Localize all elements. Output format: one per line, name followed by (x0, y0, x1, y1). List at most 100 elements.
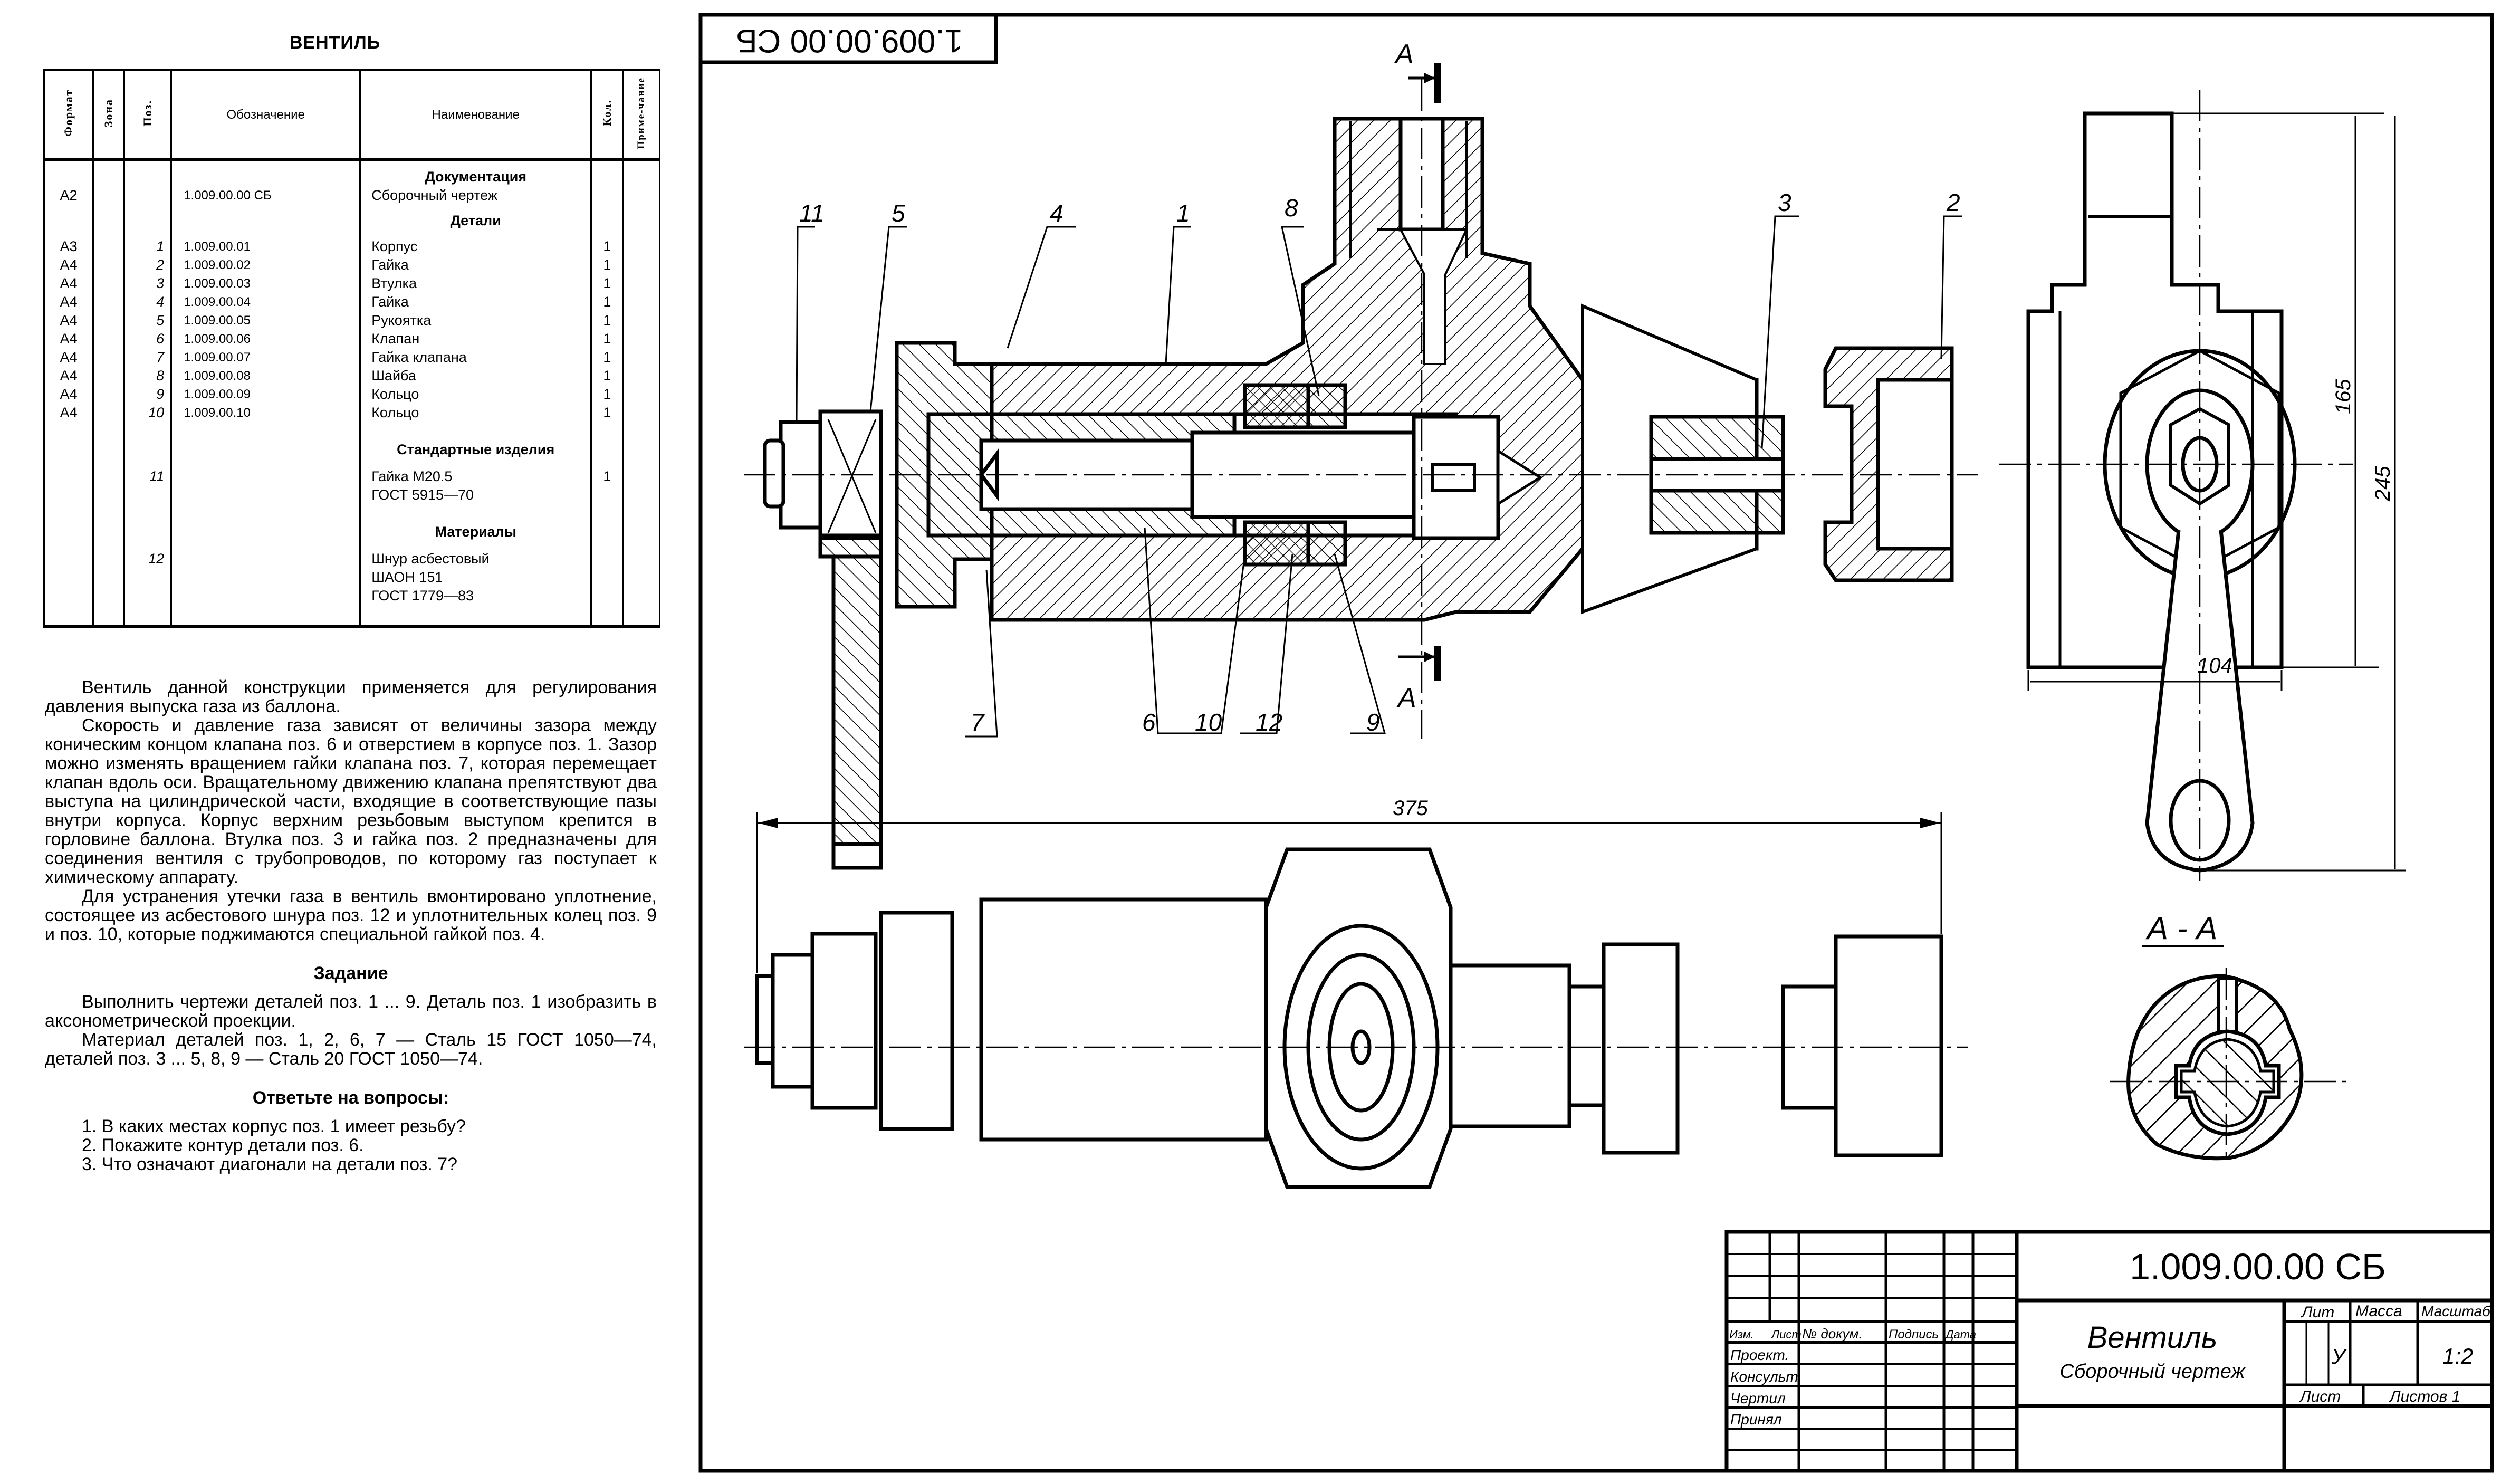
role-accepted: Принял (1730, 1411, 1782, 1428)
cell-qty: 1 (590, 311, 624, 330)
cell-pos: 10 (123, 404, 173, 422)
section-marker-top: А (1394, 39, 1441, 103)
cell-format: А4 (43, 330, 94, 348)
description-paragraph: Вентиль данной конструкции применяется д… (45, 677, 657, 716)
col-header-doc: № докум. (1802, 1326, 1863, 1342)
cell-name: Шнур асбестовый (359, 550, 592, 568)
title-block-labels: 1.009.00.00 СБ Вентиль Сборочный чертеж … (1729, 1246, 2491, 1428)
cell-name: Рукоятка (359, 311, 592, 330)
packing-part-12 (1243, 383, 1310, 429)
section-materials: Материалы (359, 504, 592, 541)
description-text: Вентиль данной конструкции применяется д… (45, 678, 657, 1174)
questions-heading: Ответьте на вопросы: (252, 1088, 449, 1108)
cell-designation: 1.009.00.04 (170, 293, 361, 311)
section-marker-bottom: А (1396, 646, 1441, 713)
cell-name: Кольцо (359, 404, 592, 422)
dimension-165: 165 (2332, 379, 2355, 414)
description-paragraph: Скорость и давление газа зависят от вели… (45, 715, 657, 887)
callout-1: 1 (1176, 199, 1190, 227)
cell-designation: 1.009.00.10 (170, 404, 361, 422)
cell-pos: 7 (123, 348, 173, 367)
col-name: Наименование (359, 69, 592, 161)
dimension-375: 375 (1393, 797, 1428, 820)
spec-header-row: Формат Зона Поз. Обозначение Наименовани… (43, 69, 661, 161)
cell-name: Кольцо (359, 385, 592, 404)
cell-designation: 1.009.00.02 (170, 256, 361, 274)
callout-5: 5 (892, 199, 905, 227)
table-row-cont: ШАОН 151 (43, 568, 661, 587)
callout-labels: 11 5 4 1 8 3 2 7 6 10 12 9 (799, 189, 1960, 736)
cell-name: Сборочный чертеж (359, 186, 592, 205)
cell-format: А4 (43, 274, 94, 293)
question-item: 3. Что означают диагонали на детали поз.… (82, 1154, 458, 1174)
cell-format: А4 (43, 367, 94, 385)
section-row: Детали (43, 205, 661, 230)
callout-3: 3 (1778, 189, 1791, 216)
dimension-245: 245 (2371, 466, 2394, 502)
cell-designation: 1.009.00.07 (170, 348, 361, 367)
section-marker-bottom-label: А (1396, 683, 1416, 713)
callout-8: 8 (1285, 194, 1298, 222)
cell-name: Гайка (359, 256, 592, 274)
title-block-name: Вентиль (2087, 1320, 2218, 1355)
cell-name: Гайка клапана (359, 348, 592, 367)
dimensions-side (2027, 112, 2406, 872)
cell-format: А4 (43, 348, 94, 367)
cell-designation: 1.009.00.00 СБ (170, 186, 361, 205)
title-block-code: 1.009.00.00 СБ (2130, 1246, 2386, 1287)
cell-name: Клапан (359, 330, 592, 348)
cell-pos: 3 (123, 274, 173, 293)
task-paragraph: Материал деталей поз. 1, 2, 6, 7 — Сталь… (45, 1030, 657, 1069)
col-zone: Зона (92, 69, 125, 161)
dimension-labels-side: 165 245 104 (2197, 379, 2394, 677)
sheet-frame (698, 13, 2494, 1473)
task-heading: Задание (313, 963, 388, 983)
cell-name: Корпус (359, 237, 592, 256)
cell-qty: 1 (590, 256, 624, 274)
section-documentation: Документация (359, 159, 592, 186)
callout-2: 2 (1946, 189, 1960, 216)
specification-panel: ВЕНТИЛЬ Формат Зона Поз. Обозначение Наи… (0, 0, 670, 1484)
spec-title: ВЕНТИЛЬ (289, 33, 381, 53)
table-row-cont: ГОСТ 5915—70 (43, 486, 661, 504)
section-parts: Детали (359, 205, 592, 230)
cell-qty: 1 (590, 274, 624, 293)
cell-designation: 1.009.00.03 (170, 274, 361, 293)
cell-designation: 1.009.00.09 (170, 385, 361, 404)
section-row: Документация (43, 159, 661, 186)
cell-designation: 1.009.00.05 (170, 311, 361, 330)
main-section-view (744, 79, 1978, 870)
cell-format: А4 (43, 311, 94, 330)
callout-12: 12 (1256, 709, 1282, 736)
task-paragraph: Выполнить чертежи деталей поз. 1 ... 9. … (45, 992, 657, 1031)
callout-9: 9 (1366, 709, 1380, 736)
cell-pos: 4 (123, 293, 173, 311)
plan-view-detail (744, 847, 1968, 1189)
scale-value: 1:2 (2442, 1344, 2473, 1368)
corner-code: 1.009.00.00 СБ (736, 23, 963, 59)
section-title: А - А (2145, 911, 2217, 946)
cell-format: А4 (43, 385, 94, 404)
col-qty: Кол. (590, 69, 624, 161)
section-marker-top-label: А (1394, 39, 1414, 70)
cell-name: Шайба (359, 367, 592, 385)
side-view (1999, 90, 2353, 881)
cell-format: А4 (43, 404, 94, 422)
cell-designation: 1.009.00.06 (170, 330, 361, 348)
cell-pos: 8 (123, 367, 173, 385)
section-standard: Стандартные изделия (359, 422, 592, 459)
col-pos: Поз. (123, 69, 173, 161)
cell-name: ШАОН 151 (359, 568, 592, 587)
sheet-label: Лист (2299, 1388, 2341, 1405)
question-item: 2. Покажите контур детали поз. 6. (82, 1135, 364, 1155)
table-row-cont: ГОСТ 1779—83 (43, 587, 661, 605)
callout-11: 11 (799, 199, 825, 227)
cell-qty: 1 (590, 467, 624, 486)
title-block (1724, 1230, 2494, 1473)
